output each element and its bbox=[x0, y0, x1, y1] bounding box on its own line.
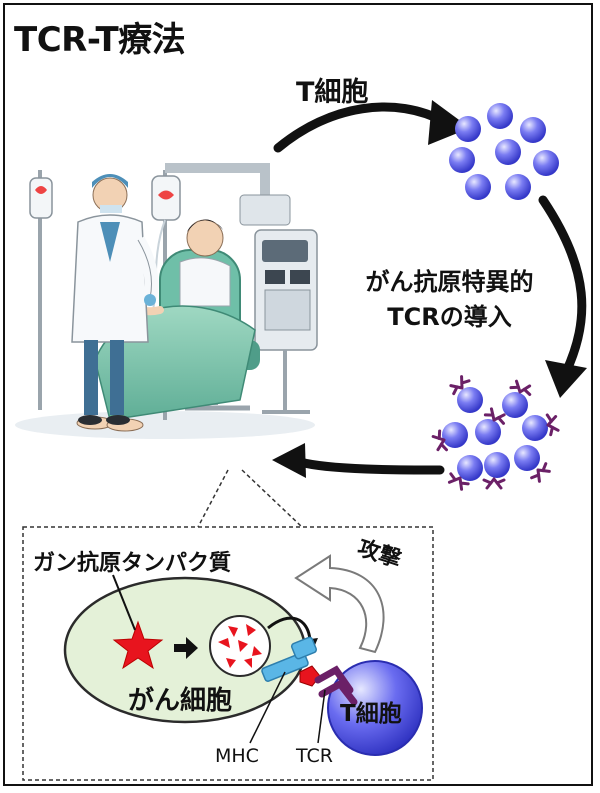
label-mhc: MHC bbox=[215, 745, 259, 767]
label-cancer-cell: がん細胞 bbox=[128, 686, 233, 716]
t-cell-cluster-with-tcr bbox=[430, 373, 561, 493]
therapy-scene-illustration bbox=[15, 163, 318, 439]
figure-frame bbox=[3, 3, 593, 786]
label-tcr: TCR bbox=[296, 745, 333, 767]
mhc-molecule bbox=[261, 636, 318, 682]
antigen-star-icon bbox=[112, 620, 164, 670]
curved-arrow-icon-bottom bbox=[295, 457, 445, 475]
curved-hollow-arrow-icon bbox=[294, 554, 385, 654]
t-cell-cluster-plain bbox=[449, 103, 559, 200]
t-cell-large bbox=[327, 660, 423, 756]
label-step-line2: TCRの導入 bbox=[387, 303, 512, 331]
label-step-line1: がん抗原特異的 bbox=[365, 268, 534, 296]
tcr-molecule bbox=[314, 665, 358, 706]
label-t-cell-inset: T細胞 bbox=[340, 701, 402, 727]
curved-arrow-icon-top bbox=[273, 102, 450, 153]
diagram-title: TCR-T療法 bbox=[14, 20, 186, 60]
curved-arrow-icon-right bbox=[538, 195, 587, 377]
process-arrow-icon bbox=[174, 637, 198, 659]
label-antigen-protein: ガン抗原タンパク質 bbox=[33, 551, 232, 576]
degradation-circle bbox=[209, 615, 271, 677]
label-t-cell-top: T細胞 bbox=[296, 77, 369, 108]
